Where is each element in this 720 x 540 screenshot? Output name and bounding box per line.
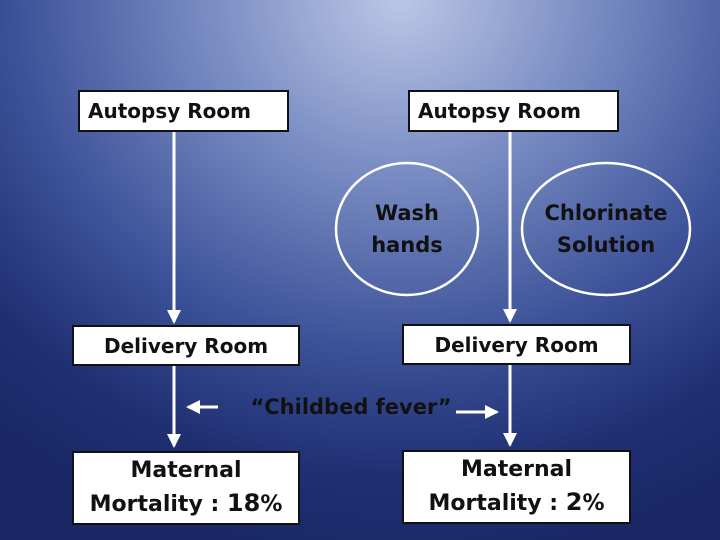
left-mortality-value: 18 [226,488,261,517]
chlorinate-line1: Chlorinate [544,201,668,225]
wash-hands-line1: Wash [374,201,440,225]
right-autopsy-room-box: Autopsy Room [408,90,619,132]
left-delivery-room-box: Delivery Room [72,325,300,366]
left-mortality-unit: % [260,491,283,517]
chlorinate-solution-text: Chlorinate Solution [531,198,681,261]
right-autopsy-room-label: Autopsy Room [418,99,581,123]
left-outcome-label: Mortality : [89,491,227,517]
wash-hands-text: Wash hands [347,198,467,261]
left-outcome-line2-wrap: Mortality : 18% [90,487,283,521]
right-mortality-unit: % [582,490,605,516]
right-delivery-room-label: Delivery Room [434,332,599,357]
left-autopsy-room-box: Autopsy Room [78,90,289,132]
right-outcome-label: Mortality : [428,490,566,516]
right-mortality-value: 2 [565,487,583,516]
left-autopsy-room-label: Autopsy Room [88,99,251,123]
childbed-fever-label: “Childbed fever” [250,395,452,419]
wash-hands-circle [334,161,480,297]
chlorinate-solution-circle [520,161,692,297]
right-outcome-line1: Maternal [460,456,573,482]
right-maternal-mortality-box: Maternal Mortality : 2% [402,450,631,524]
left-maternal-mortality-box: Maternal Mortality : 18% [72,451,300,525]
right-outcome-line2-wrap: Mortality : 2% [428,486,604,520]
chlorinate-line2: Solution [556,232,656,257]
wash-hands-line2: hands [371,232,443,257]
right-delivery-room-box: Delivery Room [402,324,631,365]
left-delivery-room-label: Delivery Room [103,333,269,358]
left-outcome-line1: Maternal [130,457,242,483]
